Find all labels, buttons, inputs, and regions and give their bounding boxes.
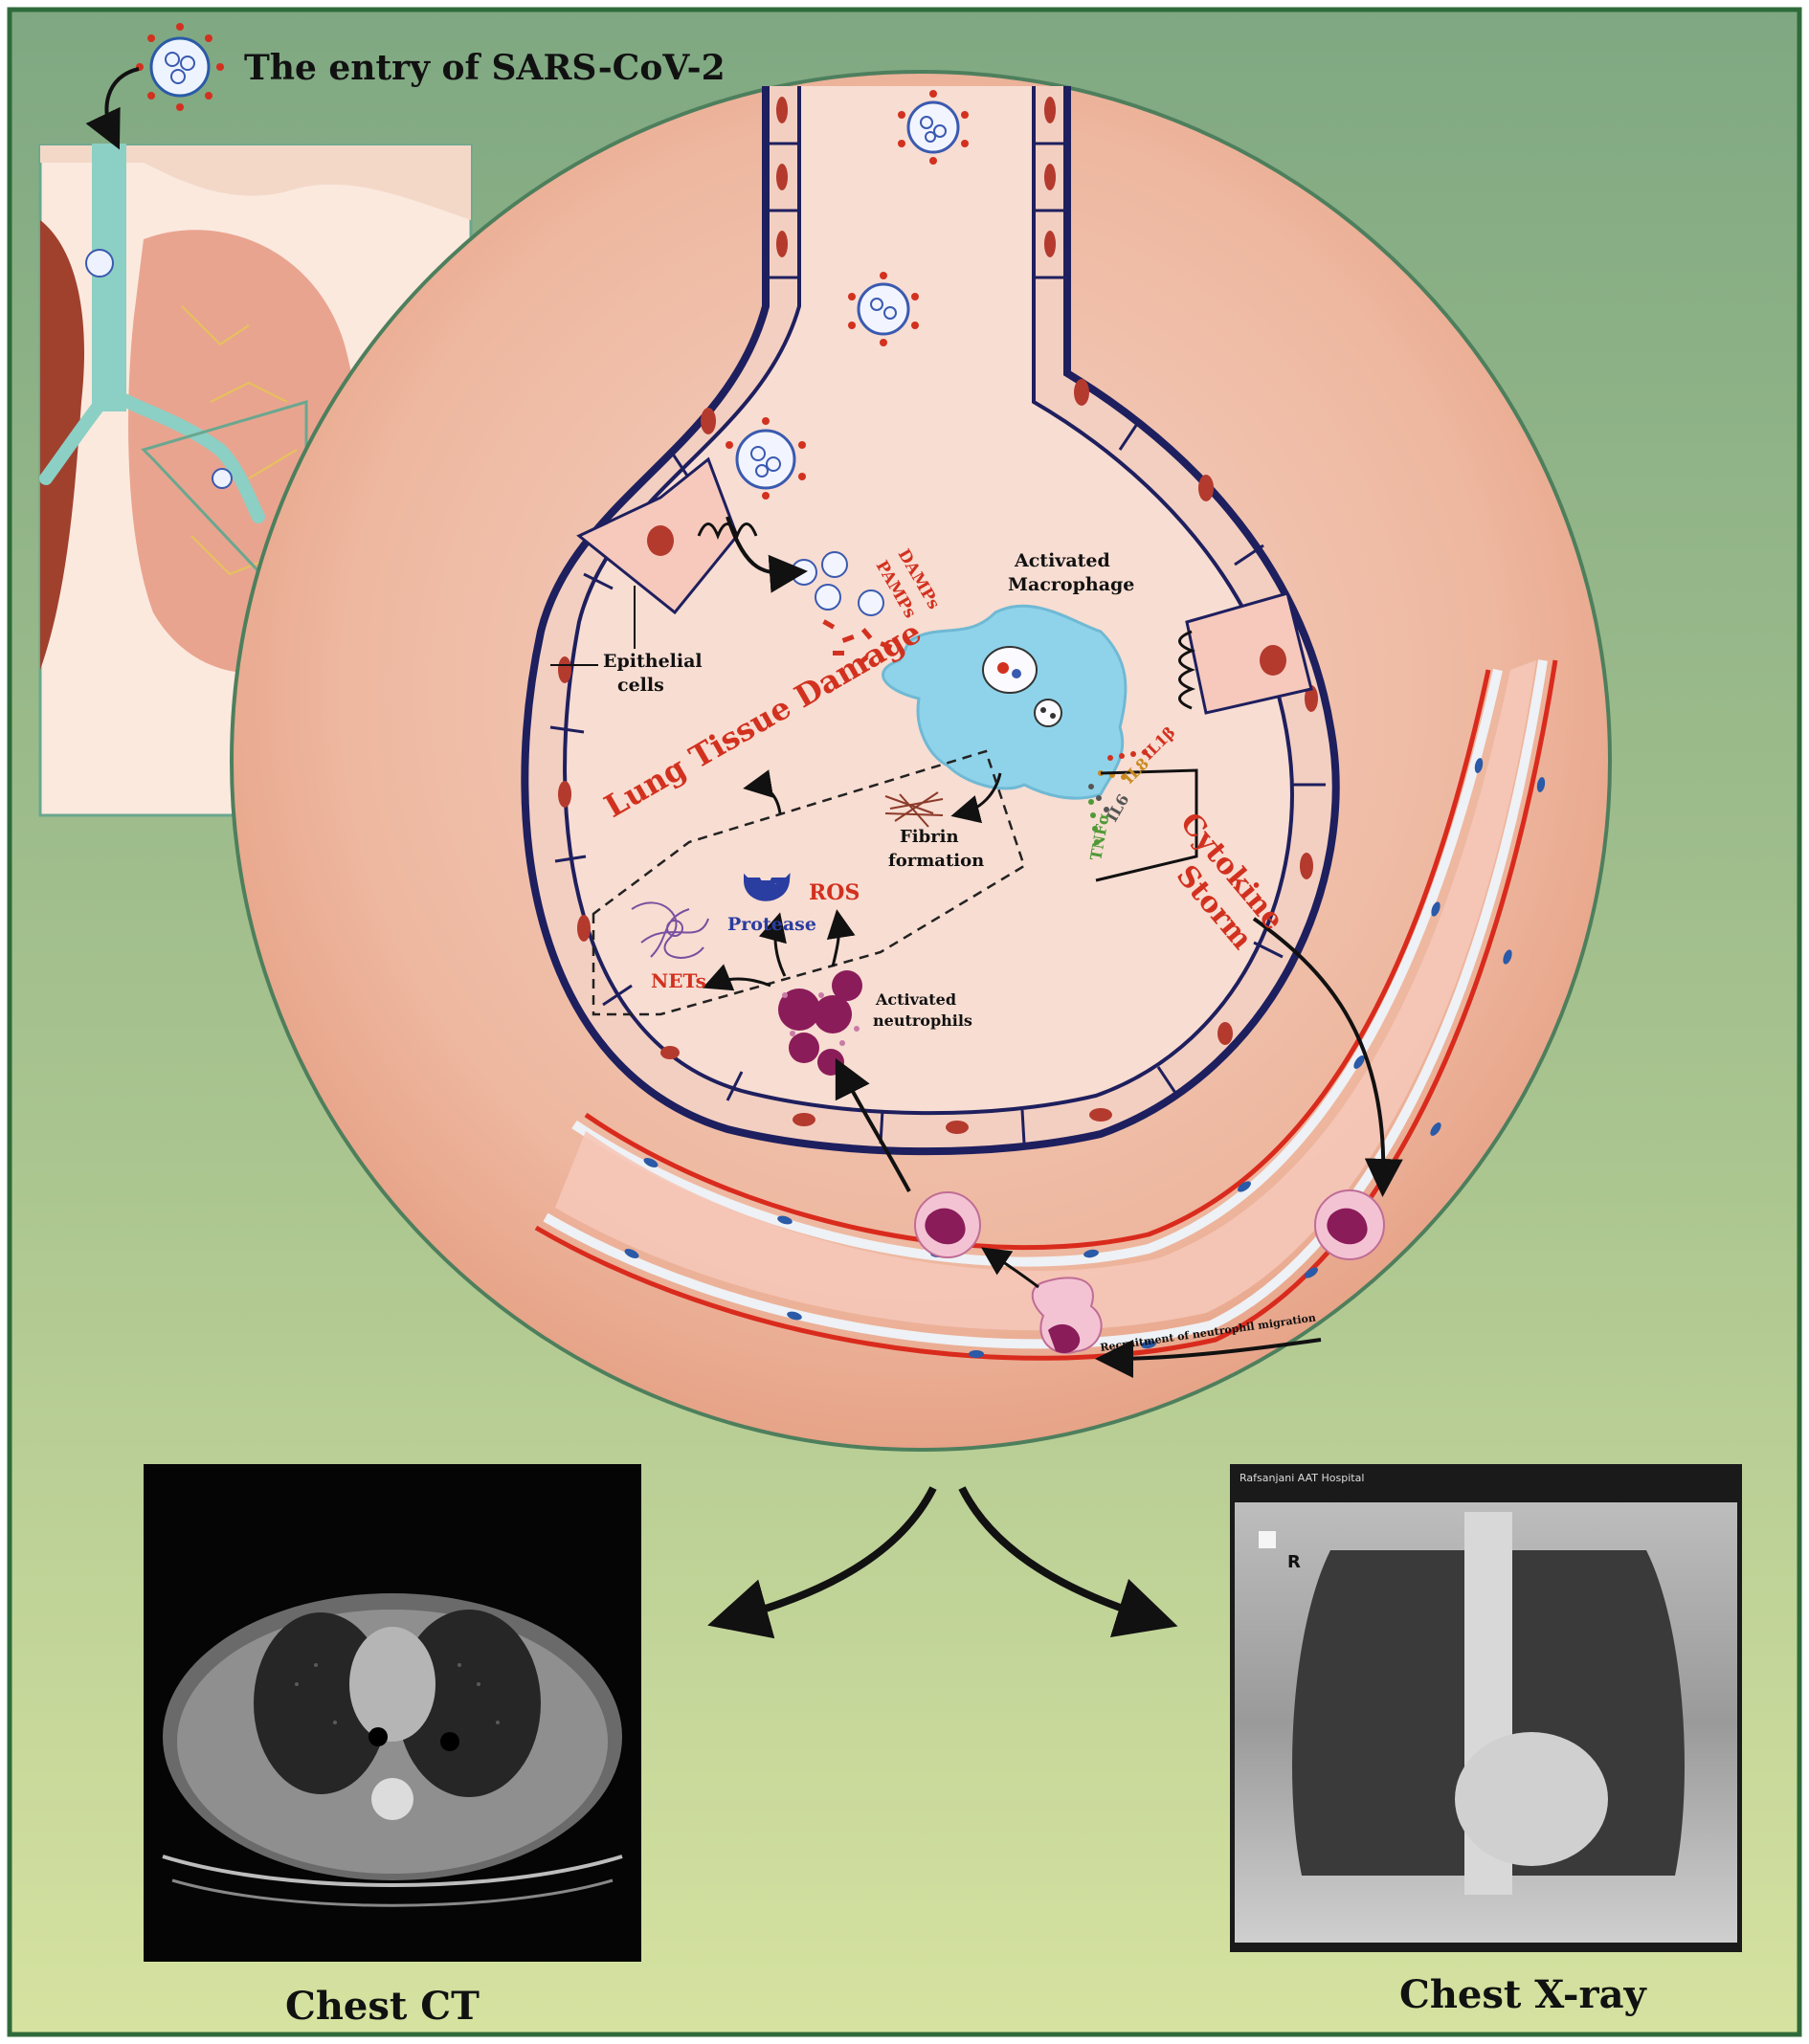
protease-arrow [758,912,787,977]
protease-label: Protease [727,914,816,935]
chest-xray-image: R Rafsanjani AAT Hospital [1230,1464,1742,1952]
cytokine-storm-arrow [1252,917,1403,1197]
activated-neutrophils [778,970,862,1076]
neutrophils-label-1: Activated [875,990,956,1009]
arrow-to-xray [958,1486,1178,1637]
damage-box [592,749,1026,1016]
virus-release-arrow [726,516,808,593]
vessel-neutrophils [914,1189,1385,1354]
alveolus [521,86,1340,1156]
cytokine-bracket [1095,768,1198,882]
fibrin-label-2: formation [888,851,984,871]
xray-hospital-label: Rafsanjani AAT Hospital [1240,1472,1364,1484]
nets-label: NETs [651,969,706,992]
cytokines [1088,749,1148,845]
migration-arrow [1095,1338,1322,1378]
chest-ct-label: Chest CT [285,1984,480,2029]
chest-ct-image [144,1464,641,1962]
macrophage-label-2: Macrophage [1008,574,1134,595]
fibrin-label-1: Fibrin [900,827,959,847]
epithelial-label-1: Epithelial [603,651,703,672]
figure-title: The entry of SARS-CoV-2 [244,48,726,88]
damage-arrow [743,769,782,814]
blood-vessel [534,659,1558,1361]
fibrin-strands [884,791,944,828]
trachea [92,144,126,411]
epithelial-label-2: cells [617,675,664,696]
neutrophils-label-2: neutrophils [873,1011,972,1030]
virus-particles [726,90,969,667]
nets-arrow [702,964,771,991]
chest-xray-label: Chest X-ray [1399,1972,1647,2017]
ros-arrow [826,909,856,967]
nets-icon [631,901,709,959]
fibrin-arrow [950,772,1002,824]
entry-arrow [85,67,140,150]
protease-icon [743,873,791,901]
macrophage-label-1: Activated [1014,550,1110,571]
activated-macrophage [882,604,1128,800]
transmigration-arrow [981,1247,1039,1289]
recruitment-arrow [835,1057,911,1192]
arrow-to-ct [707,1486,937,1639]
ros-label: ROS [809,880,860,905]
xray-r-marker: R [1287,1552,1301,1572]
